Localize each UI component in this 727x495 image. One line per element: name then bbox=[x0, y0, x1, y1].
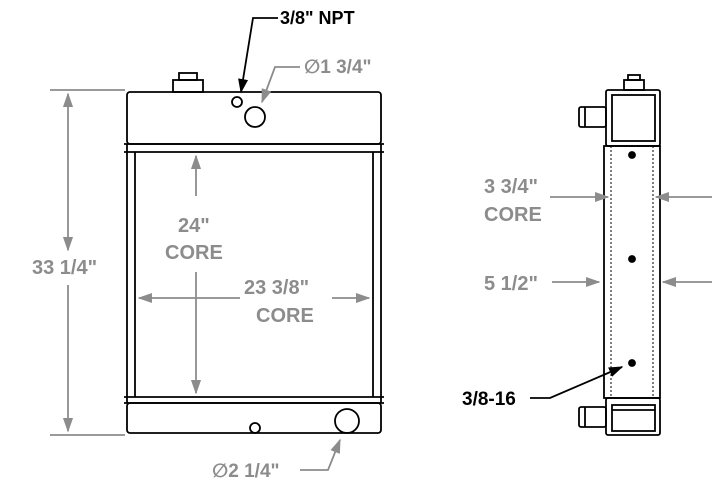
inlet-diameter-label: ∅1 3/4" bbox=[304, 57, 372, 78]
core-width-value: 23 3/8" bbox=[244, 277, 309, 299]
core-height-value: 24" bbox=[178, 215, 210, 237]
overall-depth-label: 5 1/2" bbox=[484, 273, 538, 295]
inlet-leader bbox=[261, 66, 300, 104]
side-cap bbox=[623, 79, 645, 91]
mount-hole-top bbox=[628, 151, 636, 159]
mount-thread-label: 3/8-16 bbox=[462, 389, 516, 410]
outlet-port bbox=[334, 408, 360, 434]
mount-thread-leader bbox=[530, 366, 624, 399]
side-outlet-pipe bbox=[578, 406, 607, 428]
outlet-diameter-label: ∅2 1/4" bbox=[212, 461, 280, 482]
outlet-leader bbox=[300, 438, 341, 471]
front-view bbox=[124, 72, 384, 434]
drain-port bbox=[249, 422, 261, 434]
npt-port bbox=[231, 96, 243, 108]
inlet-port bbox=[244, 106, 266, 128]
mount-hole-bottom bbox=[628, 359, 636, 367]
core-depth-caption: CORE bbox=[484, 204, 542, 226]
core-height-caption: CORE bbox=[165, 242, 223, 264]
side-view bbox=[578, 74, 661, 436]
top-tank bbox=[126, 91, 382, 145]
overall-height-label: 33 1/4" bbox=[32, 257, 97, 279]
mount-hole-mid bbox=[628, 255, 636, 263]
side-bottom-tank bbox=[605, 397, 661, 436]
side-top-tank bbox=[605, 89, 661, 147]
bottom-tank bbox=[126, 402, 382, 434]
npt-leader bbox=[238, 17, 278, 94]
core-width-caption: CORE bbox=[256, 305, 314, 327]
core-depth-value: 3 3/4" bbox=[484, 176, 538, 198]
side-dimensions bbox=[550, 191, 712, 288]
front-dimensions bbox=[50, 66, 371, 471]
side-inlet-pipe bbox=[578, 106, 607, 128]
filler-neck bbox=[172, 79, 204, 93]
npt-label: 3/8" NPT bbox=[280, 8, 355, 28]
